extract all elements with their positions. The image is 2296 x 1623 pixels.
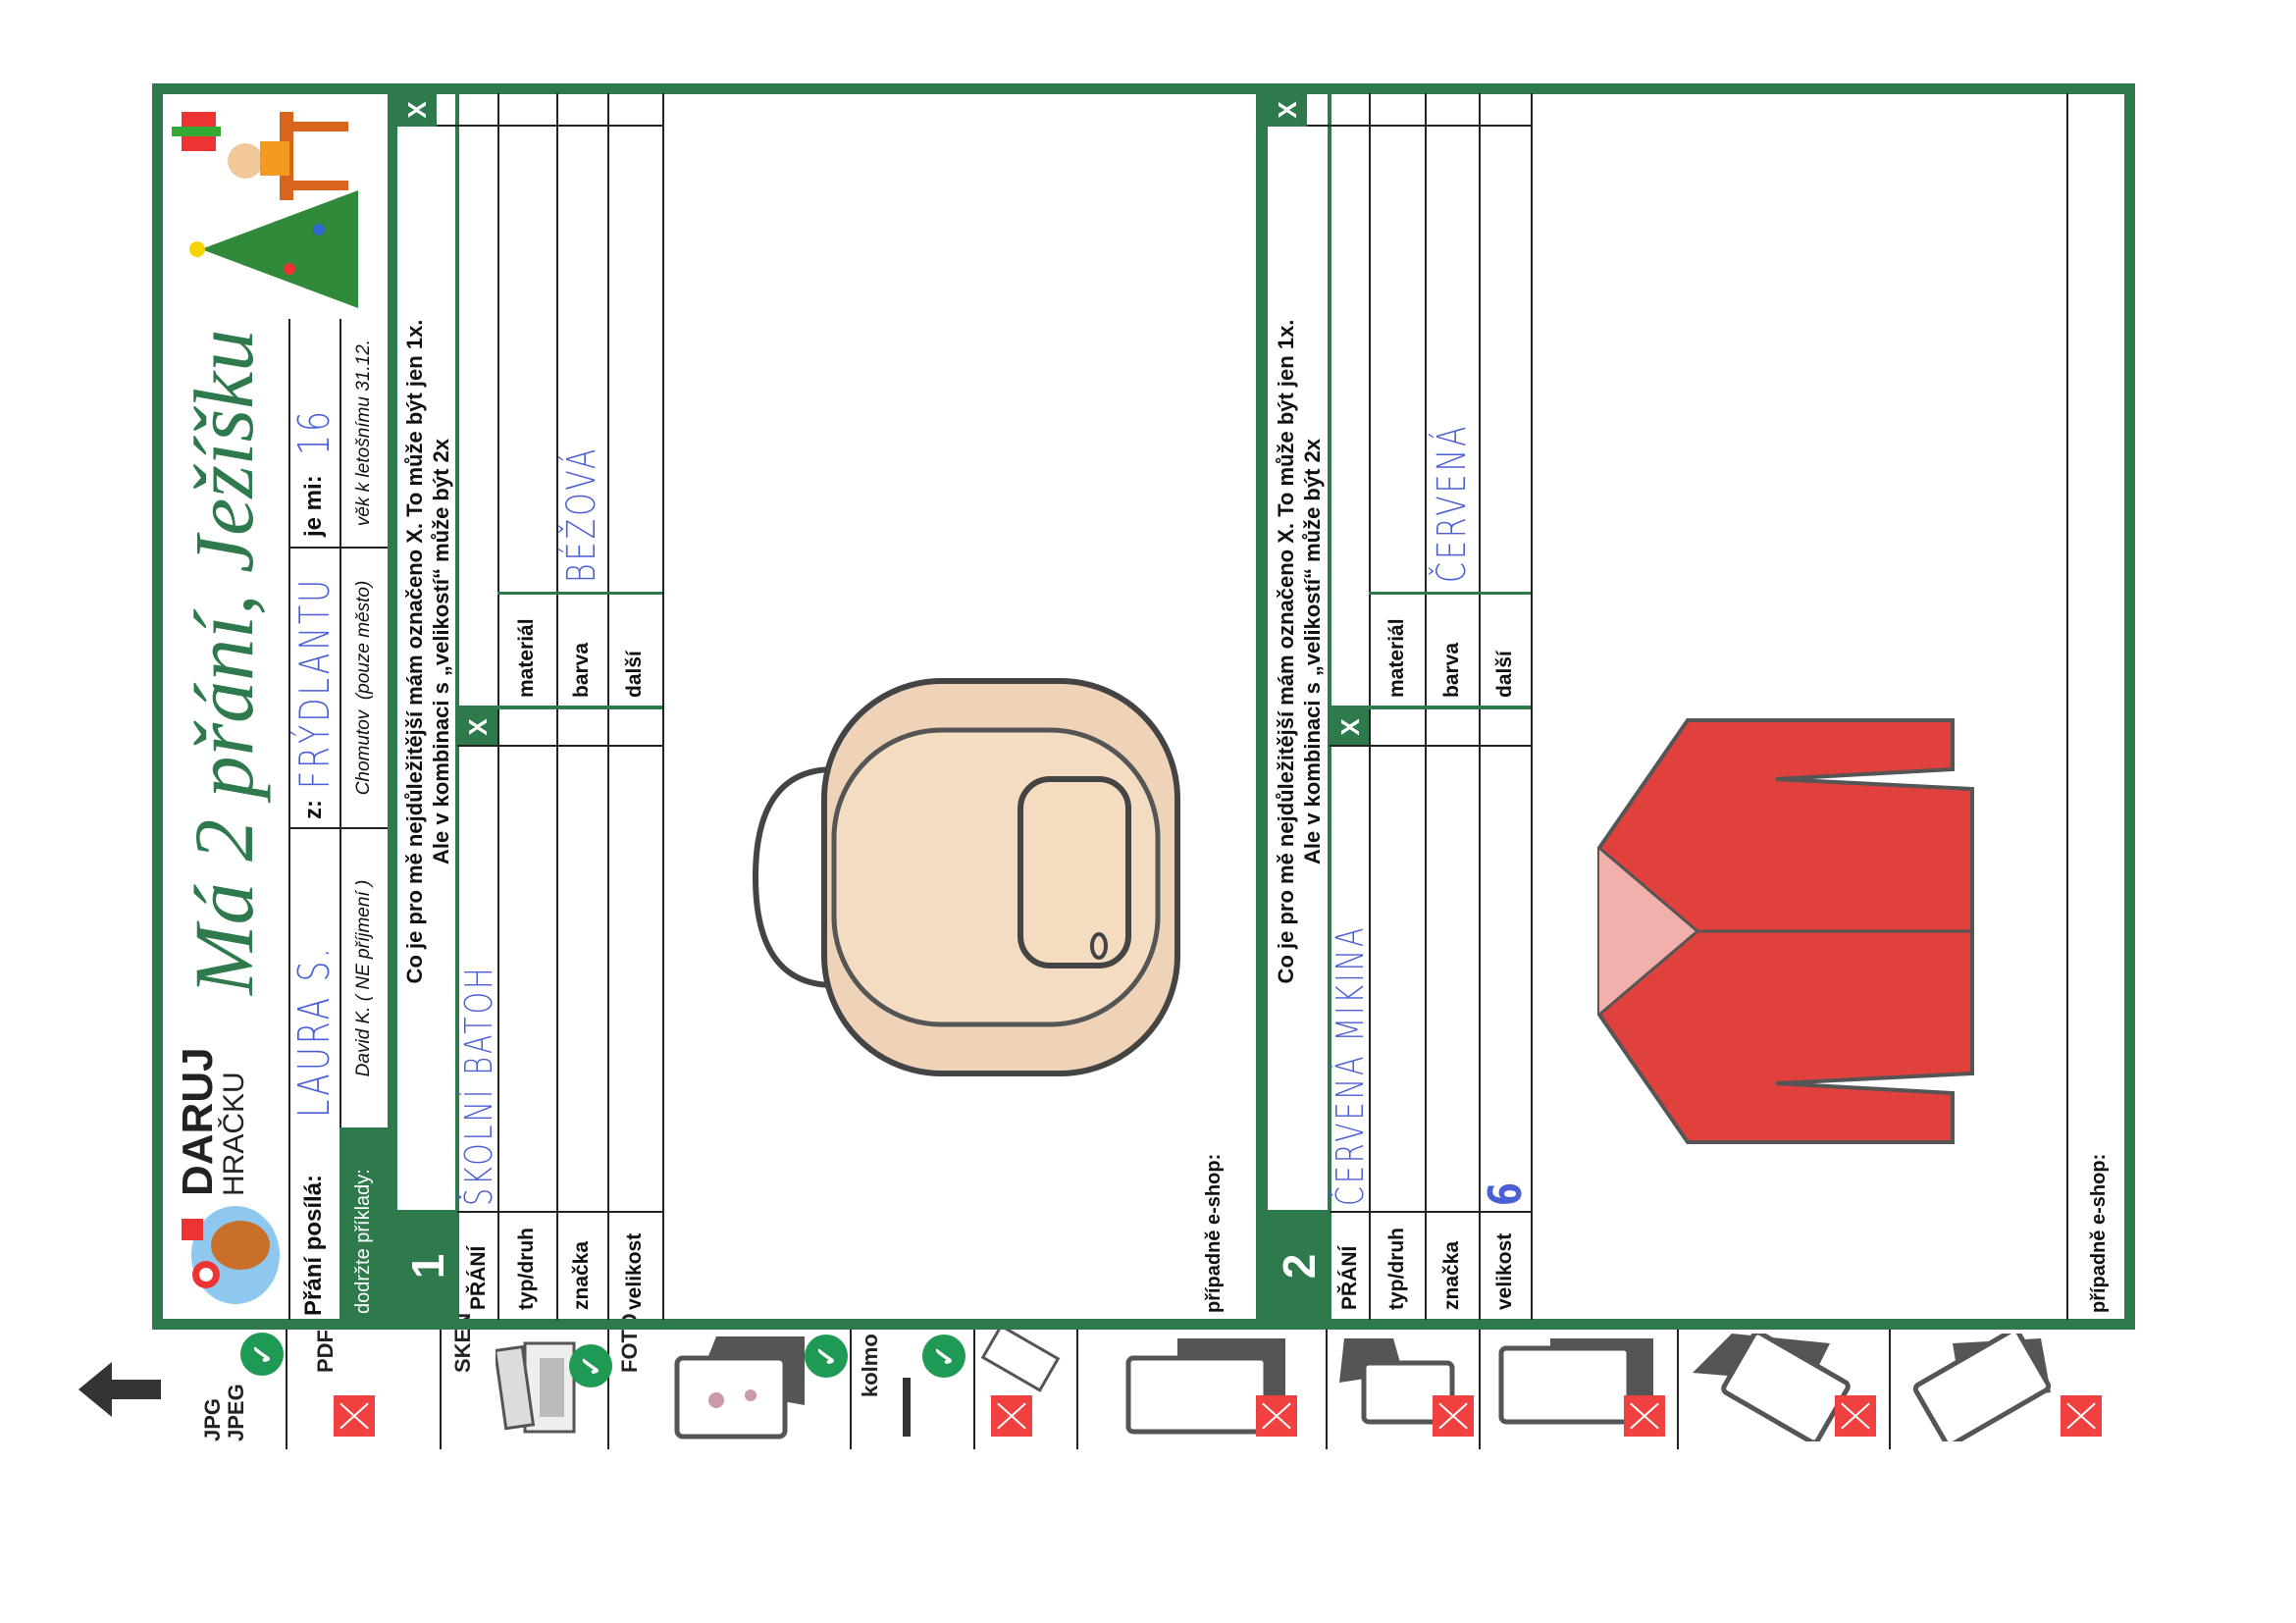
age-label: je mi: — [300, 475, 327, 537]
wish-2-number-box: 2 — [1268, 1213, 1330, 1320]
wish-2-wish-field[interactable]: ČERVENÁ MIKINA — [1329, 924, 1372, 1206]
wish-label: PŘÁNÍ — [466, 1245, 490, 1310]
phone-hand-icon — [1125, 1338, 1285, 1435]
wish-1-material-field[interactable] — [497, 244, 556, 583]
name-example: David K. ( NE příjmení ) — [352, 879, 374, 1077]
instruction-line-1: Co je pro mě nejdůležitější mám označeno… — [1273, 319, 1298, 984]
form-title: Má 2 přání, Ježíšku — [177, 329, 271, 995]
jpg-text: JPG — [200, 1397, 225, 1441]
wish-1-instruction: Co je pro mě nejdůležitější mám označeno… — [397, 93, 457, 1213]
eshop-label: případně e-shop: — [1203, 1153, 1225, 1313]
arrow-up-icon — [78, 1362, 161, 1417]
wish-1-other-field[interactable] — [607, 244, 662, 583]
size-label: velikost — [623, 1232, 646, 1310]
brand-label: značka — [570, 1240, 593, 1310]
wish-1-number-box: 1 — [397, 1213, 457, 1320]
type-label: typ/druh — [1384, 1228, 1408, 1310]
tilted-phone-hand-icon — [1693, 1334, 1851, 1441]
wish-2-size-field[interactable]: 6 — [1478, 1178, 1532, 1206]
instruction-line-1: Co je pro mě nejdůležitější mám označeno… — [401, 319, 427, 984]
x-mark-icon — [1624, 1395, 1665, 1437]
city-example: Chomutov (pouze město) — [352, 580, 374, 796]
phone-hand-icon — [1339, 1338, 1455, 1425]
x-mark-icon — [1835, 1395, 1876, 1437]
city-field[interactable]: FRÝDLANTU — [289, 576, 339, 789]
check-icon: ✓ — [805, 1335, 848, 1378]
wish-2-instruction: Co je pro mě nejdůležitější mám označeno… — [1268, 93, 1330, 1213]
tilted-phone-hand-icon — [1912, 1334, 2052, 1441]
logo-text: DARUJ HRAČKU — [174, 1047, 250, 1196]
wish-1-mark-x[interactable]: X — [459, 707, 497, 747]
sender-name-field[interactable]: LAURA S. — [288, 945, 339, 1118]
city-label: z: — [300, 800, 327, 819]
wish-1-color-field[interactable]: BÉŽOVÁ — [559, 445, 604, 583]
material-label: materiál — [1384, 618, 1408, 698]
wish-number: 1 — [401, 1253, 453, 1280]
x-mark-icon — [2061, 1395, 2102, 1437]
format-strip — [59, 1325, 2139, 1456]
wish-1-brand-field[interactable] — [556, 867, 607, 1206]
x-mark-icon — [991, 1395, 1032, 1437]
wish-label: PŘÁNÍ — [1338, 1245, 1361, 1310]
color-label: barva — [1439, 642, 1463, 698]
x-mark-icon — [1433, 1395, 1474, 1437]
wish-2-other-field[interactable] — [1479, 244, 1531, 583]
other-label: další — [1492, 651, 1516, 698]
phone-hand-icon — [674, 1336, 805, 1440]
sweater-drawing — [1597, 718, 1974, 1144]
age-field[interactable]: 16 — [288, 408, 339, 455]
eshop-label: případně e-shop: — [2088, 1153, 2110, 1313]
wish-1-size-field[interactable] — [607, 867, 662, 1206]
christmas-illustration — [172, 112, 358, 308]
daruj-hracku-logo — [182, 1206, 280, 1304]
x-mark-icon — [334, 1395, 375, 1437]
wish-1-type-field[interactable] — [497, 867, 556, 1206]
wish-2-type-field[interactable] — [1369, 867, 1425, 1206]
phone-hand-icon — [1498, 1338, 1653, 1425]
logo-daruj: DARUJ — [174, 1047, 222, 1196]
instruction-line-2: Ale v kombinaci s „velikostí“ může být 2… — [1299, 438, 1325, 865]
perpendicular-icon — [903, 1378, 911, 1437]
other-label: další — [623, 651, 646, 698]
material-label: materiál — [515, 618, 538, 698]
age-example: věk k letošnímu 31.12. — [352, 339, 374, 527]
wish-2-mark-x-right[interactable]: X — [1268, 93, 1307, 127]
scanner-icon — [496, 1341, 576, 1434]
backpack-drawing — [752, 678, 1180, 1076]
instruction-line-2: Ale v kombinaci s „velikostí“ může být 2… — [428, 438, 453, 865]
wish-2-material-field[interactable] — [1369, 244, 1425, 583]
wish-1-wish-field[interactable]: ŠKOLNÍ BATOH — [456, 965, 500, 1206]
perpendicular-label: kolmo — [858, 1334, 882, 1397]
wish-2-mark-x[interactable]: X — [1331, 707, 1369, 747]
jpeg-text: JPEG — [224, 1384, 248, 1441]
size-label: velikost — [1492, 1232, 1516, 1310]
check-icon: ✓ — [922, 1335, 965, 1378]
wish-2-color-field[interactable]: ČERVENÁ — [1429, 423, 1475, 583]
format-pdf-label: PDF — [313, 1330, 338, 1373]
brand-label: značka — [1439, 1240, 1463, 1310]
type-label: typ/druh — [515, 1228, 538, 1310]
wish-2-brand-field[interactable] — [1425, 867, 1479, 1206]
check-icon: ✓ — [240, 1333, 284, 1376]
wish-number: 2 — [1273, 1253, 1325, 1280]
check-icon: ✓ — [569, 1344, 612, 1387]
examples-label: dodržte příklady: — [352, 1169, 374, 1314]
color-label: barva — [570, 642, 593, 698]
logo-hracku: HRAČKU — [218, 1072, 250, 1196]
x-mark-icon — [1256, 1395, 1297, 1437]
sender-label: Přání posílá: — [300, 1174, 327, 1316]
wish-1-mark-x-right[interactable]: X — [397, 93, 437, 127]
